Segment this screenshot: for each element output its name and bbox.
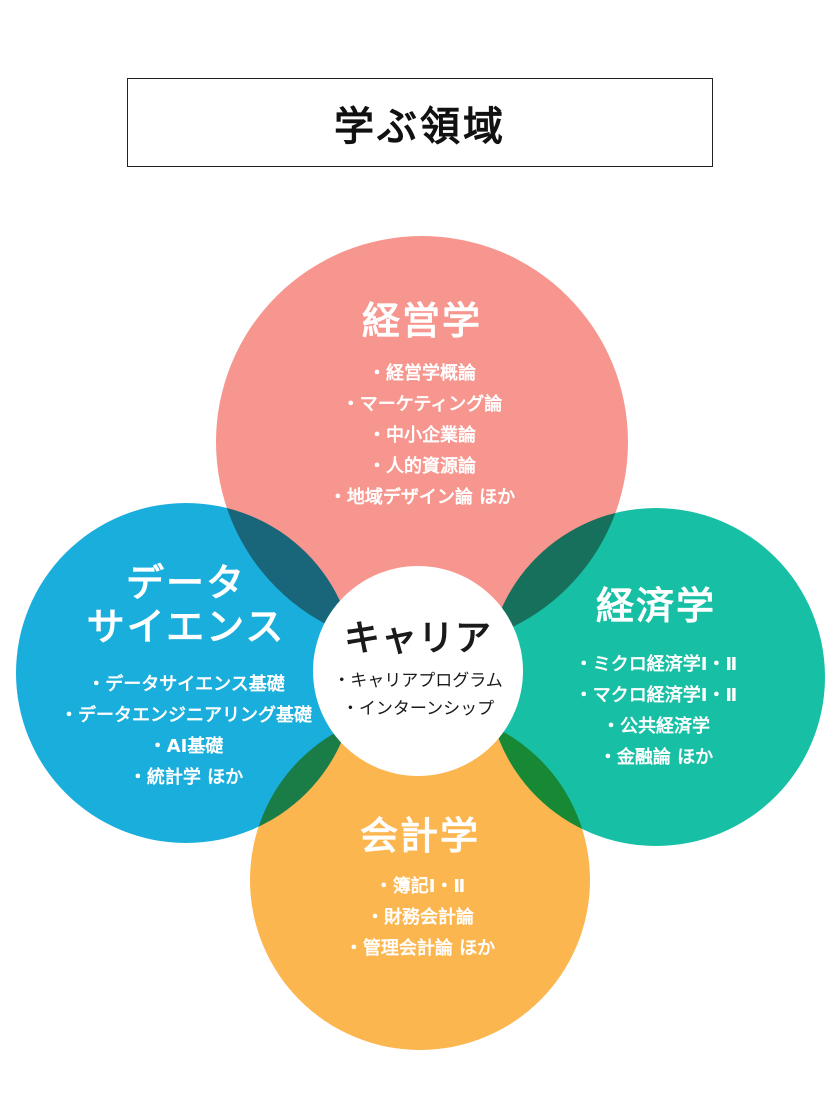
data-science-item: ・データエンジニアリング基礎 <box>60 705 312 727</box>
economics-item: ・ミクロ経済学Ⅰ・Ⅱ <box>574 653 738 675</box>
economics-items: ・ミクロ経済学Ⅰ・Ⅱ ・マクロ経済学Ⅰ・Ⅱ ・公共経済学 ・金融論 ほか <box>487 649 825 773</box>
career-circle <box>313 566 523 776</box>
economics-item: ・公共経済学 <box>602 715 710 737</box>
economics-item: ・金融論 ほか <box>598 746 714 768</box>
title-box: 学ぶ領域 <box>127 78 713 167</box>
economics-item: ・マクロ経済学Ⅰ・Ⅱ <box>574 684 738 706</box>
management-item: ・マーケティング論 <box>341 393 503 415</box>
page-title: 学ぶ領域 <box>334 103 506 150</box>
data-science-item: ・統計学 ほか <box>128 767 244 789</box>
career-item: ・インターンシップ <box>341 699 495 720</box>
data-science-heading-line1: データ <box>125 561 246 605</box>
data-science-item: ・AI基礎 <box>148 736 224 758</box>
economics-label: 経済学 ・ミクロ経済学Ⅰ・Ⅱ ・マクロ経済学Ⅰ・Ⅱ ・公共経済学 ・金融論 ほか <box>487 584 825 773</box>
data-science-item: ・データサイエンス基礎 <box>87 674 285 696</box>
management-label: 経営学 ・経営学概論 ・マーケティング論 ・中小企業論 ・人的資源論 ・地域デザ… <box>216 299 628 513</box>
career-heading: キャリア <box>343 618 492 659</box>
data-science-heading: データ サイエンス <box>16 561 356 649</box>
accounting-item: ・管理会計論 ほか <box>344 937 496 959</box>
management-item: ・経営学概論 <box>368 362 476 384</box>
career-item: ・キャリアプログラム <box>333 671 503 692</box>
data-science-label: データ サイエンス ・データサイエンス基礎 ・データエンジニアリング基礎 ・AI… <box>16 561 356 793</box>
data-science-items: ・データサイエンス基礎 ・データエンジニアリング基礎 ・AI基礎 ・統計学 ほか <box>16 669 356 793</box>
accounting-label: 会計学 ・簿記Ⅰ・Ⅱ ・財務会計論 ・管理会計論 ほか <box>250 814 590 964</box>
accounting-heading: 会計学 <box>359 814 480 858</box>
management-heading: 経営学 <box>361 299 482 343</box>
career-label: キャリア ・キャリアプログラム ・インターンシップ <box>313 618 523 723</box>
accounting-item: ・財務会計論 <box>366 906 474 928</box>
management-item: ・人的資源論 <box>368 455 476 477</box>
economics-heading: 経済学 <box>595 584 716 628</box>
accounting-item: ・簿記Ⅰ・Ⅱ <box>374 875 466 897</box>
management-item: ・中小企業論 <box>368 424 476 446</box>
career-items: ・キャリアプログラム ・インターンシップ <box>313 667 523 723</box>
management-item: ・地域デザイン論 ほか <box>328 486 516 508</box>
data-science-heading-line2: サイエンス <box>86 604 286 649</box>
management-items: ・経営学概論 ・マーケティング論 ・中小企業論 ・人的資源論 ・地域デザイン論 … <box>216 358 628 513</box>
accounting-items: ・簿記Ⅰ・Ⅱ ・財務会計論 ・管理会計論 ほか <box>250 871 590 964</box>
